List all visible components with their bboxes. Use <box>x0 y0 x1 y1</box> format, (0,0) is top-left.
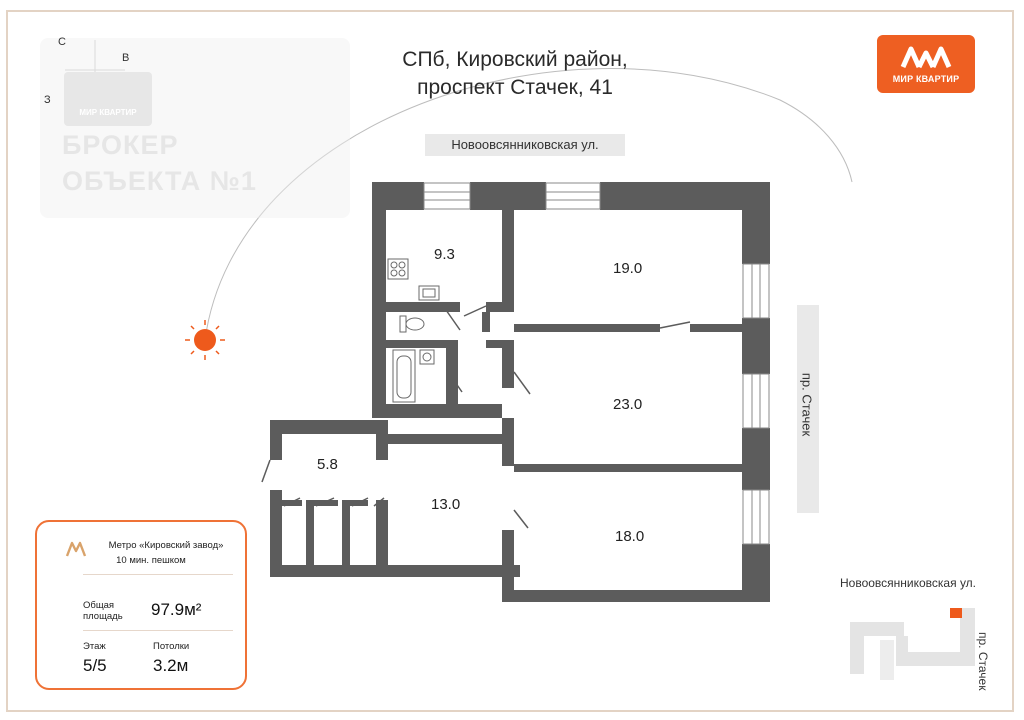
moon-icon <box>842 170 860 199</box>
sun-icon <box>185 320 225 360</box>
street-top: Новоовсянниковская ул. <box>425 134 625 156</box>
windows <box>423 182 770 545</box>
info-divider <box>83 630 233 631</box>
room-area-3: 13.0 <box>431 496 461 513</box>
area-label: Общая площадь <box>83 600 123 622</box>
address-line-1: СПб, Кировский район, <box>402 48 628 71</box>
bathtub-icon <box>392 349 416 403</box>
watermark-line-1: БРОКЕР <box>62 130 179 160</box>
page-frame <box>6 10 1014 712</box>
mini-map-street-side: пр. Стачек <box>976 632 990 691</box>
ceiling-label: Потолки <box>153 641 190 652</box>
area-value: 97.9м² <box>151 600 202 619</box>
street-top-label: Новоовсянниковская ул. <box>451 137 599 152</box>
site-plan-icon <box>850 608 975 680</box>
doors <box>261 305 691 529</box>
compass-west: З <box>44 94 51 106</box>
area-label-line-1: Общая <box>83 600 115 611</box>
floor-value: 5/5 <box>83 656 107 675</box>
sun-path-arc <box>204 68 853 341</box>
watermark-logo: МИР КВАРТИР <box>64 72 152 126</box>
stove-icon <box>387 258 409 280</box>
room-area-1: 19.0 <box>613 260 643 277</box>
address: СПб, Кировский район, проспект Стачек, 4… <box>350 46 680 102</box>
walls <box>270 182 770 602</box>
watermark-block: МИР КВАРТИР БРОКЕР ОБЪЕКТА №1 <box>40 38 350 218</box>
toilet-icon <box>399 315 425 333</box>
info-card: Метро «Кировский завод» 10 мин. пешком О… <box>35 520 247 690</box>
brand-logo-text: МИР КВАРТИР <box>892 74 960 84</box>
watermark-line-2: ОБЪЕКТА №1 <box>62 166 257 196</box>
floor-label: Этаж <box>83 641 106 652</box>
info-divider <box>83 574 233 575</box>
area-label-line-2: площадь <box>83 611 123 622</box>
address-line-2: проспект Стачек, 41 <box>417 76 613 99</box>
sink-icon <box>418 285 440 301</box>
compass-east: В <box>122 52 130 64</box>
metro-walk-time: 10 мин. пешком <box>116 555 186 566</box>
street-right: пр. Стачек <box>797 305 819 513</box>
room-area-2: 23.0 <box>613 396 643 413</box>
washbasin-icon <box>419 349 435 365</box>
metro-icon <box>65 541 87 557</box>
room-area-4: 18.0 <box>615 528 645 545</box>
room-area-kitchen: 9.3 <box>434 246 455 263</box>
street-right-label: пр. Стачек <box>799 372 815 437</box>
watermark-logo-text: МИР КВАРТИР <box>79 108 137 117</box>
brand-logo: МИР КВАРТИР <box>877 35 975 93</box>
room-area-hall: 5.8 <box>317 456 338 473</box>
compass-north: С <box>58 36 66 48</box>
ceiling-value: 3.2м <box>153 656 189 675</box>
brand-logo-icon <box>900 46 952 69</box>
mini-map-street-top: Новоовсянниковская ул. <box>840 576 977 590</box>
metro-name: Метро «Кировский завод» <box>108 540 224 551</box>
